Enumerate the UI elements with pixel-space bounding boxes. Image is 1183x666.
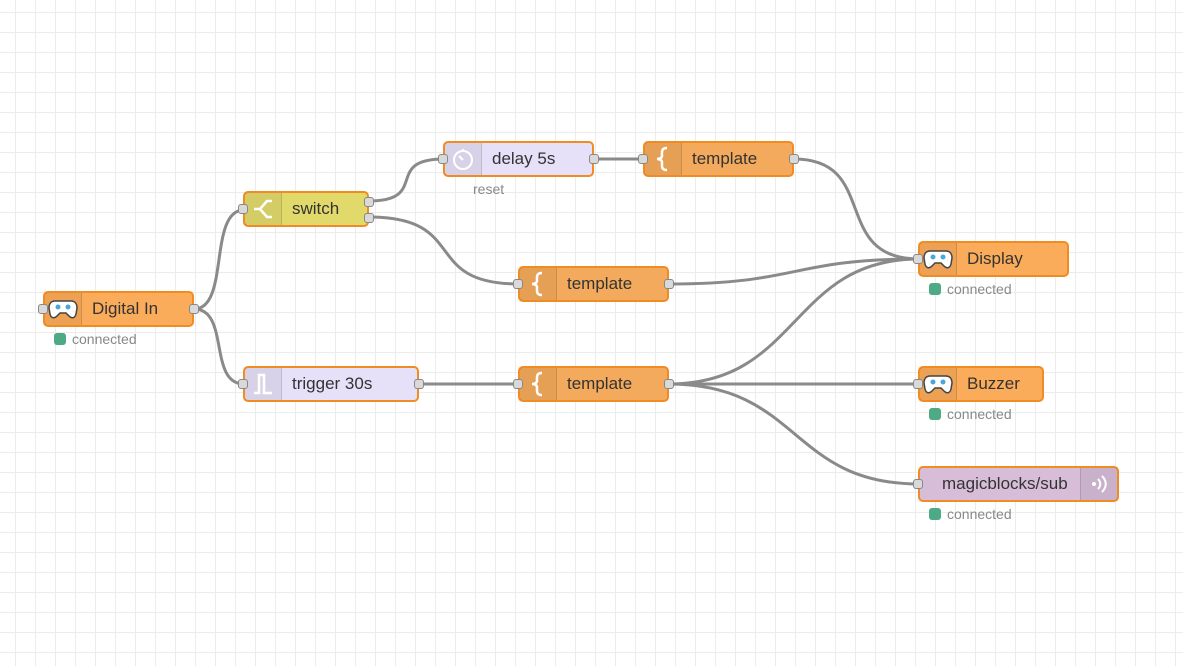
input-port[interactable]	[38, 304, 48, 314]
output-port[interactable]	[189, 304, 199, 314]
curly-brace-icon	[645, 143, 682, 175]
wire-template-bottom-to-mqtt[interactable]	[668, 382, 920, 486]
wire-template-bottom-to-display[interactable]	[668, 257, 920, 386]
status-dot	[929, 283, 941, 295]
broadcast-icon	[1080, 468, 1117, 500]
node-label: magicblocks/sub	[942, 474, 1068, 493]
input-port[interactable]	[513, 379, 523, 389]
input-port[interactable]	[438, 154, 448, 164]
status-text: connected	[72, 331, 137, 347]
curly-brace-icon	[520, 368, 557, 400]
node-mqtt-out[interactable]: magicblocks/sub	[913, 466, 1119, 502]
node-switch[interactable]: switch	[238, 191, 374, 227]
status-text: connected	[947, 506, 1012, 522]
output-port[interactable]	[589, 154, 599, 164]
wire-switch-to-delay[interactable]	[368, 157, 445, 203]
wire-template-top-to-display[interactable]	[793, 157, 920, 261]
output-port[interactable]	[789, 154, 799, 164]
status-mqtt-out: connected	[929, 506, 1012, 522]
input-port[interactable]	[638, 154, 648, 164]
status-text: connected	[947, 281, 1012, 297]
output-port[interactable]	[664, 279, 674, 289]
output-port[interactable]	[414, 379, 424, 389]
node-label: switch	[292, 199, 340, 218]
wire-template-mid-to-display[interactable]	[668, 257, 920, 286]
controller-icon	[45, 293, 82, 325]
node-label: template	[692, 149, 758, 168]
node-display[interactable]: Display	[913, 241, 1069, 277]
input-port[interactable]	[913, 254, 923, 264]
pulse-icon	[245, 368, 282, 400]
node-template-bottom[interactable]: template	[513, 366, 674, 402]
status-dot	[929, 408, 941, 420]
node-trigger[interactable]: trigger 30s	[238, 366, 424, 402]
node-label: delay 5s	[492, 149, 556, 168]
status-dot	[54, 333, 66, 345]
node-template-mid[interactable]: template	[513, 266, 674, 302]
controller-icon	[920, 368, 957, 400]
node-label: template	[567, 274, 633, 293]
status-display: connected	[929, 281, 1012, 297]
input-port[interactable]	[238, 379, 248, 389]
output-port-2[interactable]	[364, 213, 374, 223]
node-label: trigger 30s	[292, 374, 373, 393]
node-label: template	[567, 374, 633, 393]
input-port[interactable]	[913, 479, 923, 489]
timer-icon	[445, 143, 482, 175]
node-digital-in[interactable]: Digital In	[38, 291, 199, 327]
switch-icon	[245, 193, 282, 225]
input-port[interactable]	[513, 279, 523, 289]
node-label: Digital In	[92, 299, 159, 318]
status-dot	[929, 508, 941, 520]
status-digital-in: connected	[54, 331, 137, 347]
node-label: Buzzer	[967, 374, 1020, 393]
input-port[interactable]	[913, 379, 923, 389]
wire-digital-in-to-switch[interactable]	[193, 208, 245, 311]
wire-switch-to-template-mid[interactable]	[368, 215, 520, 286]
node-template-top[interactable]: template	[638, 141, 799, 177]
node-label: Display	[967, 249, 1023, 268]
curly-brace-icon	[520, 268, 557, 300]
controller-icon	[920, 243, 957, 275]
status-text: connected	[947, 406, 1012, 422]
node-buzzer[interactable]: Buzzer	[913, 366, 1044, 402]
node-delay[interactable]: delay 5s	[438, 141, 599, 177]
output-port[interactable]	[664, 379, 674, 389]
delay-sublabel: reset	[473, 181, 505, 197]
input-port[interactable]	[238, 204, 248, 214]
wire-digital-in-to-trigger[interactable]	[193, 307, 245, 386]
status-buzzer: connected	[929, 406, 1012, 422]
output-port-1[interactable]	[364, 197, 374, 207]
